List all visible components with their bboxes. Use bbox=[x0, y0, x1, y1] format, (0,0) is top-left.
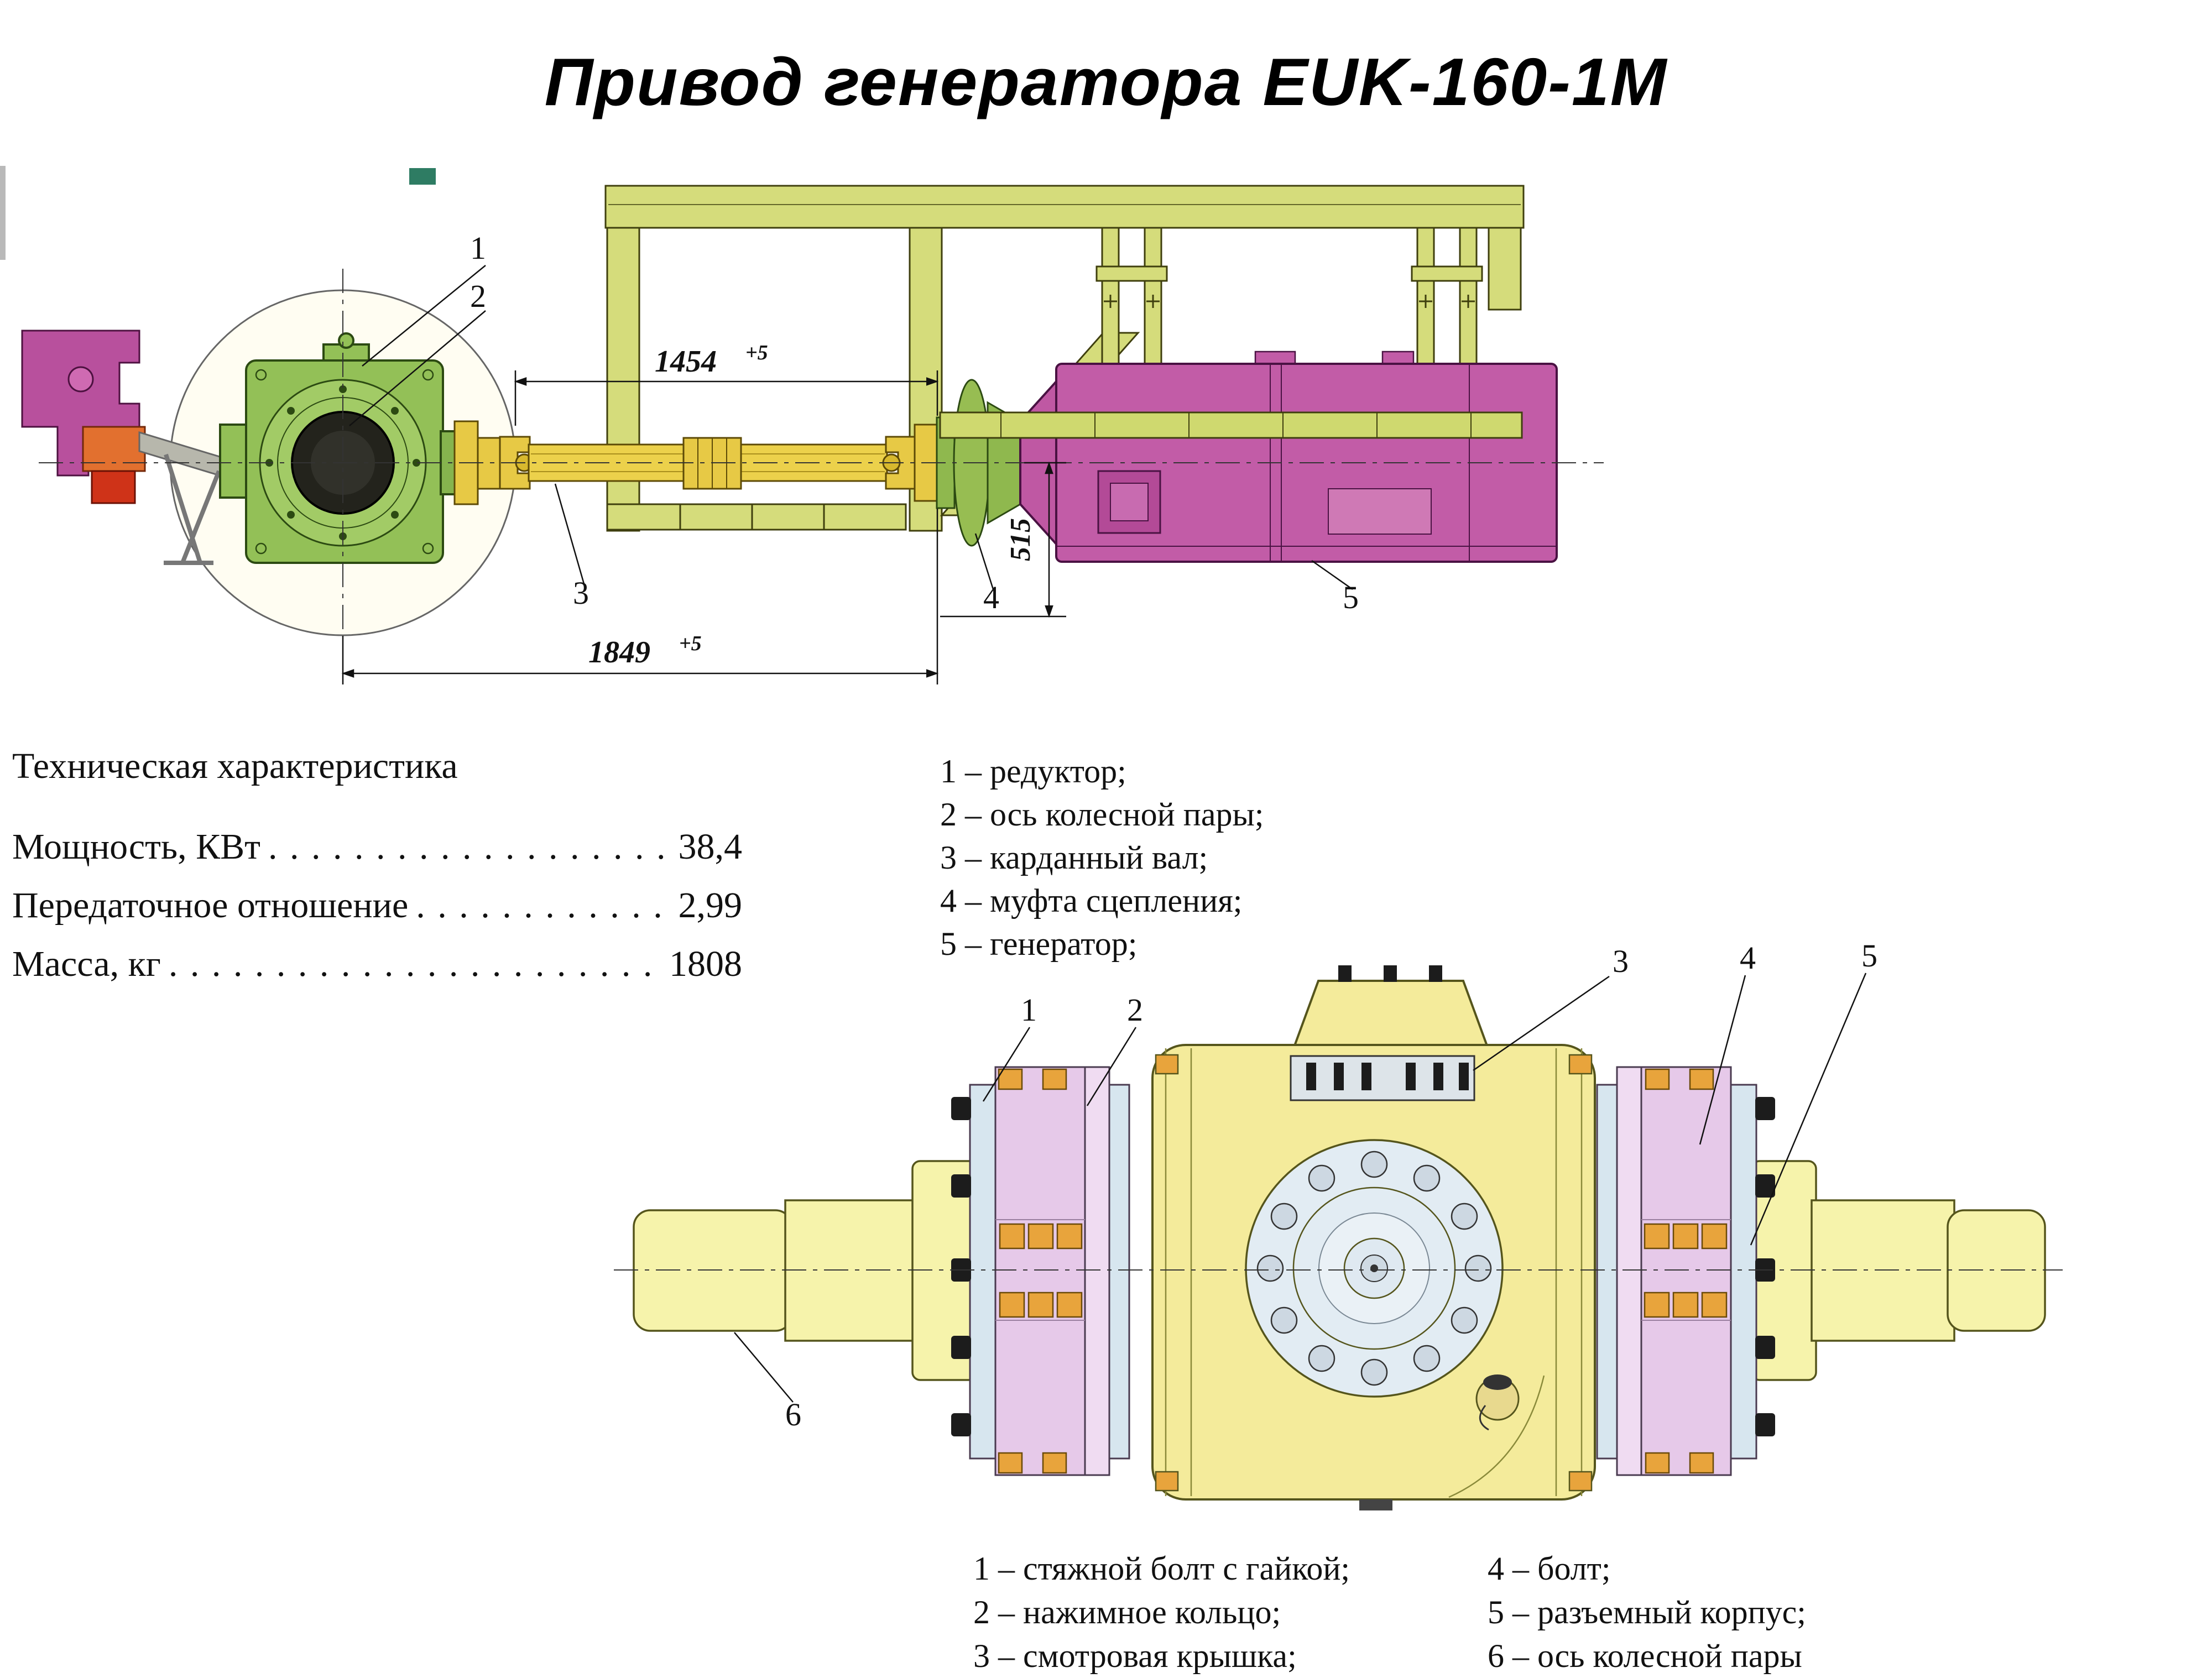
tie-bolts-right bbox=[1755, 1097, 1775, 1436]
legend-item: 2 – нажимное кольцо; bbox=[973, 1594, 1281, 1630]
cardan-shaft bbox=[453, 420, 938, 505]
legend-item: 1 – редуктор; bbox=[940, 753, 1126, 790]
generator bbox=[1019, 351, 1558, 563]
legend-item: 4 – муфта сцепления; bbox=[940, 882, 1243, 919]
spec-row-ratio: Передаточное отношение . . . . . . . . .… bbox=[12, 885, 742, 927]
dimension-515 bbox=[940, 461, 1066, 618]
spec-name: Мощность, КВт bbox=[12, 827, 260, 867]
scan-edge-artifact bbox=[0, 166, 6, 260]
pump-red bbox=[91, 470, 136, 504]
top-legend: 1 – редуктор; 2 – ось колесной пары; 3 –… bbox=[940, 750, 1264, 965]
spec-dots: . . . . . . . . . . . . . . . bbox=[416, 885, 670, 926]
scan-spot-artifact bbox=[409, 168, 436, 185]
callout-3-inspection-cover: 3 bbox=[1613, 943, 1629, 979]
left-flange-assembly bbox=[951, 1066, 1130, 1476]
bottom-callout-lines bbox=[734, 973, 1867, 1403]
wheelset-reducer-diagram: 1 2 3 4 5 6 bbox=[614, 940, 2063, 1510]
spec-value: 1808 bbox=[669, 944, 742, 984]
bottom-legend-right: 4 – болт; 5 – разъемный корпус; 6 – ось … bbox=[1488, 1547, 1806, 1678]
callout-1-reducer: 1 bbox=[470, 230, 486, 266]
nuts-right bbox=[1644, 1068, 1728, 1474]
dimension-1849 bbox=[341, 509, 939, 684]
dim-1849-value: 1849 bbox=[588, 635, 650, 670]
tech-spec-heading: Техническая характеристика bbox=[12, 746, 458, 786]
callout-3-cardan: 3 bbox=[573, 575, 589, 611]
callout-5-generator: 5 bbox=[1343, 579, 1359, 615]
legend-item: 3 – карданный вал; bbox=[940, 839, 1208, 876]
center-flange-face bbox=[1245, 1139, 1504, 1398]
dim-1849-tolerance: +5 bbox=[679, 632, 702, 655]
top-callout-lines bbox=[349, 265, 1353, 590]
top-assembly-diagram: 1454 +5 1849 +5 515 1 2 3 4 5 bbox=[0, 166, 1604, 684]
spec-name: Передаточное отношение bbox=[12, 885, 409, 926]
callout-6-wheelset-axle: 6 bbox=[785, 1397, 801, 1433]
legend-item: 2 – ось колесной пары; bbox=[940, 796, 1264, 833]
inspection-cover bbox=[1290, 1055, 1475, 1101]
dim-1454-tolerance: +5 bbox=[745, 341, 768, 364]
centerlines bbox=[39, 269, 1604, 666]
drain-plug bbox=[1475, 1374, 1520, 1431]
spec-name: Масса, кг bbox=[12, 944, 161, 984]
callout-2-pressure-ring: 2 bbox=[1127, 992, 1143, 1028]
spec-dots: . . . . . . . . . . . . . . . . . . . . … bbox=[268, 827, 671, 867]
tie-bolts-left bbox=[951, 1097, 971, 1436]
callout-5-split-housing: 5 bbox=[1861, 940, 1877, 974]
spec-value: 2,99 bbox=[678, 885, 743, 926]
reducer-gearbox bbox=[219, 332, 457, 564]
page-title: Привод генератора EUK-160-1M bbox=[544, 44, 1668, 119]
callout-2-axle: 2 bbox=[470, 278, 486, 314]
pump-orange bbox=[82, 426, 146, 472]
callout-1-tie-bolt: 1 bbox=[1021, 992, 1037, 1028]
generator-support-rail bbox=[939, 411, 1523, 439]
callout-4-coupling: 4 bbox=[983, 579, 999, 615]
legend-item: 5 – генератор; bbox=[940, 926, 1138, 962]
spec-row-mass: Масса, кг . . . . . . . . . . . . . . . … bbox=[12, 943, 742, 985]
right-flange-assembly bbox=[1596, 1066, 1775, 1476]
dim-515-value: 515 bbox=[1005, 518, 1036, 561]
bottom-legend-left: 1 – стяжной болт с гайкой; 2 – нажимное … bbox=[973, 1547, 1350, 1678]
spec-row-power: Мощность, КВт . . . . . . . . . . . . . … bbox=[12, 826, 742, 868]
dim-1454-value: 1454 bbox=[655, 344, 717, 379]
split-line bbox=[1448, 1375, 1545, 1498]
dimension-1454 bbox=[514, 370, 939, 426]
callout-4-bolt: 4 bbox=[1740, 940, 1756, 976]
spec-dots: . . . . . . . . . . . . . . . . . . . . … bbox=[168, 944, 661, 984]
nuts-left bbox=[998, 1068, 1083, 1474]
legend-item: 1 – стяжной болт с гайкой; bbox=[973, 1550, 1350, 1587]
tech-spec: Техническая характеристика Мощность, КВт… bbox=[12, 745, 742, 1002]
legend-item: 6 – ось колесной пары bbox=[1488, 1638, 1802, 1674]
legend-item: 3 – смотровая крышка; bbox=[973, 1638, 1297, 1674]
legend-item: 5 – разъемный корпус; bbox=[1488, 1594, 1806, 1630]
spec-value: 38,4 bbox=[678, 827, 743, 867]
legend-item: 4 – болт; bbox=[1488, 1550, 1611, 1587]
flange-bolts bbox=[1256, 1151, 1492, 1386]
